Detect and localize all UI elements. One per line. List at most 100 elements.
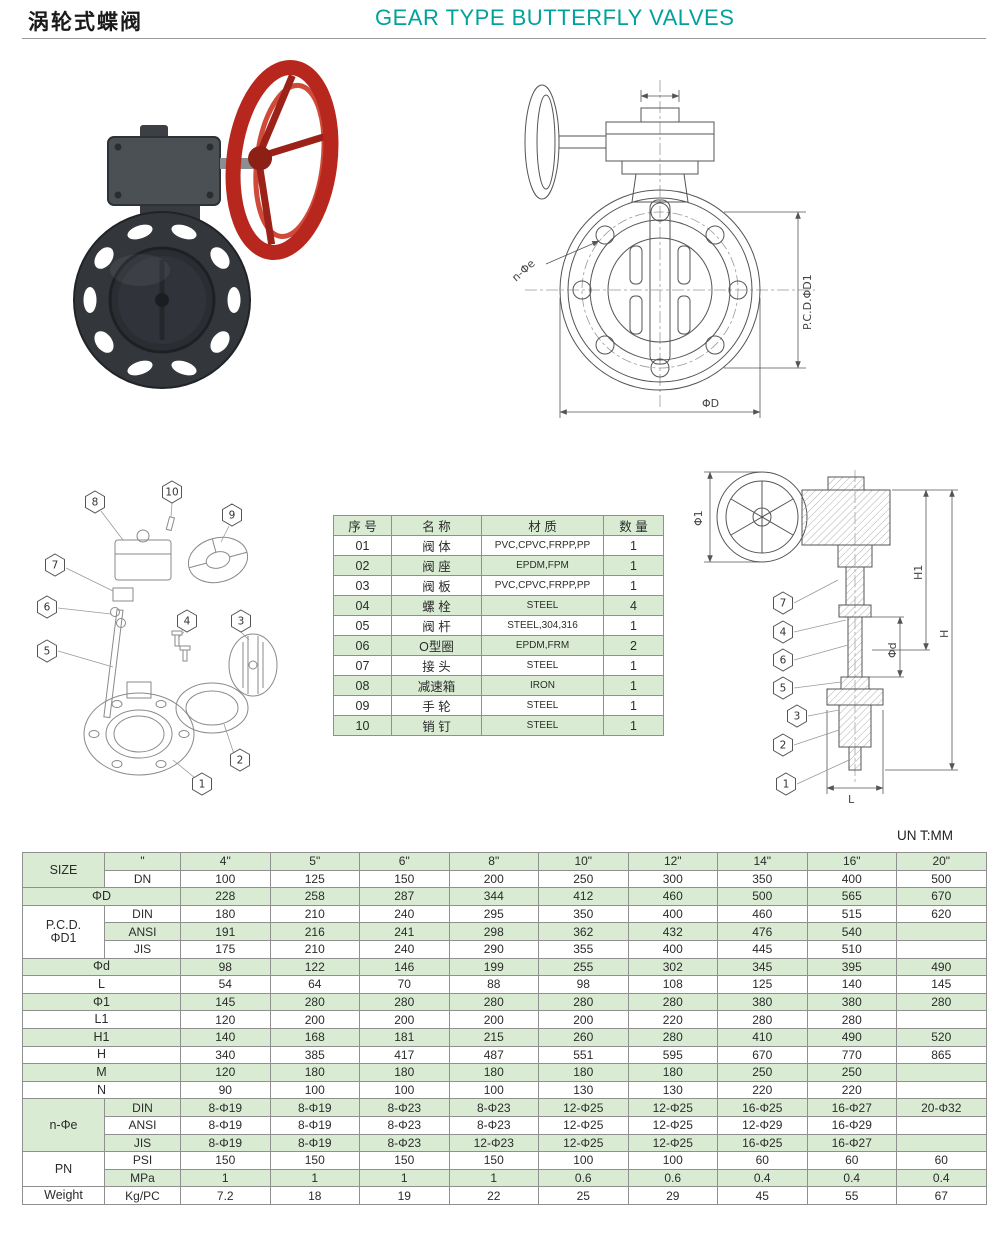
dims-value-cell: 140 bbox=[180, 1027, 271, 1047]
parts-material-cell: PVC,CPVC,FRPP,PP bbox=[481, 575, 604, 596]
dims-value-cell: 29 bbox=[627, 1186, 718, 1205]
side-label-phi1: Φ1 bbox=[692, 510, 705, 526]
dims-value-cell: 8-Φ23 bbox=[359, 1098, 450, 1117]
dims-value-cell: 8" bbox=[448, 852, 539, 871]
dims-sub-label: DIN bbox=[104, 1098, 181, 1117]
dims-value-cell: 412 bbox=[538, 887, 629, 906]
photo-handwheel bbox=[225, 60, 339, 260]
side-callout-7: 7 bbox=[780, 598, 787, 610]
parts-material-cell: STEEL bbox=[481, 595, 604, 616]
dims-value-cell: 180 bbox=[180, 904, 271, 924]
dims-value-cell bbox=[896, 1063, 987, 1082]
dims-value-cell: 120 bbox=[180, 1063, 271, 1082]
dims-value-cell: 146 bbox=[359, 957, 450, 977]
parts-material-cell: EPDM,FPM bbox=[481, 555, 604, 576]
dims-value-cell: 400 bbox=[627, 939, 718, 959]
parts-no-cell: 10 bbox=[333, 715, 392, 736]
dims-value-cell: 150 bbox=[359, 869, 450, 889]
parts-name-cell: 减速箱 bbox=[391, 675, 482, 696]
dims-value-cell: 345 bbox=[717, 957, 808, 977]
parts-no-cell: 05 bbox=[333, 615, 392, 636]
parts-name-cell: 手 轮 bbox=[391, 695, 482, 716]
side-callouts: 7 4 6 5 3 2 1 bbox=[773, 591, 807, 796]
parts-table-header: 材 质 bbox=[481, 515, 604, 536]
dims-value-cell: 670 bbox=[896, 887, 987, 906]
front-valve-outline bbox=[524, 84, 761, 391]
dims-value-cell: 280 bbox=[538, 992, 629, 1012]
dims-value-cell: 8-Φ19 bbox=[269, 1133, 360, 1153]
parts-name-cell: O型圈 bbox=[391, 635, 482, 656]
dims-value-cell: 150 bbox=[448, 1151, 539, 1170]
dims-value-cell: 490 bbox=[896, 957, 987, 977]
parts-no-cell: 09 bbox=[333, 695, 392, 716]
dims-value-cell: 0.6 bbox=[627, 1168, 718, 1188]
dims-value-cell: 130 bbox=[627, 1080, 718, 1100]
photo-valve-body bbox=[73, 211, 251, 389]
dims-value-cell: 0.4 bbox=[717, 1168, 808, 1188]
dims-value-cell: 200 bbox=[359, 1010, 450, 1029]
dims-value-cell: 220 bbox=[806, 1080, 897, 1100]
dims-value-cell: 140 bbox=[806, 975, 897, 994]
parts-name-cell: 阀 杆 bbox=[391, 615, 482, 636]
dims-sub-label: ANSI bbox=[104, 1115, 181, 1135]
dims-value-cell: 70 bbox=[359, 975, 450, 994]
dims-value-cell: 12-Φ23 bbox=[448, 1133, 539, 1153]
dims-value-cell: 302 bbox=[627, 957, 718, 977]
side-valve-body bbox=[801, 476, 891, 771]
dims-value-cell: 487 bbox=[448, 1045, 539, 1065]
dims-group-label: PN bbox=[22, 1151, 105, 1188]
dims-value-cell: 1 bbox=[180, 1168, 271, 1188]
dims-value-cell: 100 bbox=[538, 1151, 629, 1170]
photo-flange-slots bbox=[83, 224, 241, 376]
dims-value-cell: 200 bbox=[538, 1010, 629, 1029]
front-label-bolt-holes: n-Φe bbox=[509, 257, 537, 284]
dims-value-cell: 1 bbox=[359, 1168, 450, 1188]
side-view-drawing: 7 4 6 5 3 2 1 Φ1 H1 H Φd L bbox=[692, 470, 958, 805]
dims-value-cell: 191 bbox=[180, 922, 271, 941]
dims-sub-label: JIS bbox=[104, 939, 181, 959]
dims-value-cell: 8-Φ19 bbox=[180, 1133, 271, 1153]
side-callout-3: 3 bbox=[794, 711, 801, 723]
parts-name-cell: 阀 座 bbox=[391, 555, 482, 576]
dims-value-cell: 8-Φ19 bbox=[180, 1098, 271, 1117]
dims-value-cell: 280 bbox=[627, 992, 718, 1012]
exploded-leader-lines bbox=[57, 502, 250, 779]
side-label-phid: Φd bbox=[886, 642, 899, 658]
dims-value-cell: 500 bbox=[896, 869, 987, 889]
parts-material-cell: STEEL bbox=[481, 695, 604, 716]
dims-value-cell: 12-Φ25 bbox=[538, 1098, 629, 1117]
dims-value-cell: 12-Φ25 bbox=[538, 1115, 629, 1135]
callout-10: 10 bbox=[165, 487, 178, 499]
callout-5: 5 bbox=[44, 646, 51, 658]
dims-value-cell: 670 bbox=[717, 1045, 808, 1065]
dims-value-cell: 290 bbox=[448, 939, 539, 959]
parts-table-header-row: 序 号名 称材 质数 量 bbox=[333, 515, 664, 536]
dims-value-cell: 4" bbox=[180, 852, 271, 871]
dims-value-cell: 16" bbox=[806, 852, 897, 871]
dims-value-cell: 8-Φ19 bbox=[180, 1115, 271, 1135]
dims-value-cell: 280 bbox=[717, 1010, 808, 1029]
dims-sub-label: DIN bbox=[104, 904, 181, 924]
dims-value-cell bbox=[896, 1080, 987, 1100]
parts-no-cell: 06 bbox=[333, 635, 392, 656]
callout-2: 2 bbox=[237, 755, 244, 767]
dims-value-cell bbox=[896, 1115, 987, 1135]
dims-group-label: L1 bbox=[22, 1010, 181, 1029]
dims-value-cell: 344 bbox=[448, 887, 539, 906]
dims-value-cell: 180 bbox=[627, 1063, 718, 1082]
dims-value-cell: 410 bbox=[717, 1027, 808, 1047]
side-dimension-lines bbox=[704, 471, 958, 794]
dims-value-cell: 145 bbox=[180, 992, 271, 1012]
parts-qty-cell: 1 bbox=[603, 675, 664, 696]
dims-value-cell: 395 bbox=[806, 957, 897, 977]
dims-value-cell: 350 bbox=[538, 904, 629, 924]
dims-value-cell: 200 bbox=[448, 1010, 539, 1029]
dims-value-cell: 7.2 bbox=[180, 1186, 271, 1205]
